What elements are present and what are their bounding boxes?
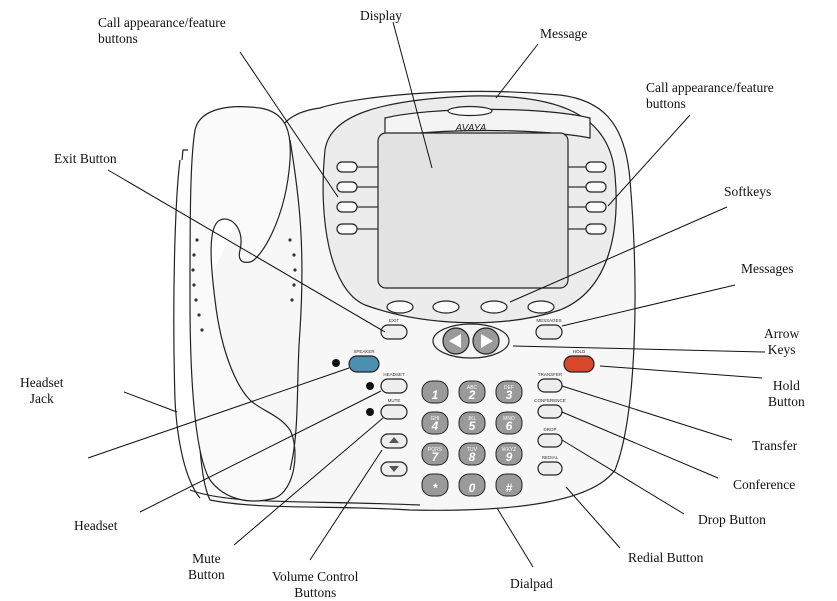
dialpad-key-digit: 4 [431,419,439,433]
dialpad-key-digit: 6 [506,419,513,433]
right-call-appearance-buttons [585,161,607,235]
dialpad-key[interactable]: 0 [458,473,486,497]
dialpad-key-digit: 1 [432,388,439,402]
drop-caption: DROP [543,427,556,432]
dialpad-key-digit: 5 [469,419,476,433]
dialpad-key[interactable]: 1 [421,380,449,404]
dialpad-key[interactable]: # [495,473,523,497]
label-volume-control: Volume Control Buttons [272,569,359,600]
dialpad-key-letters: DEF [504,385,514,391]
handset [189,106,296,502]
label-transfer: Transfer [752,438,798,453]
dialpad-key-letters: GHI [431,416,440,422]
label-softkeys: Softkeys [724,184,772,199]
redial-key [537,461,563,476]
message-lamp [447,105,493,117]
redial-caption: REDIAL [542,455,559,460]
label-hold-button: Hold Button [768,378,805,409]
transfer-caption: TRANSFER [538,372,563,377]
dialpad-key-digit: 0 [469,481,476,495]
label-dialpad: Dialpad [510,576,553,591]
mute-caption: MUTE [388,398,401,403]
left-call-appearance-buttons [336,161,358,235]
dialpad-key-letters: JKL [468,416,477,422]
dialpad-key-digit: 2 [468,388,476,402]
display-screen [377,132,569,289]
conference-caption: CONFERENCE [534,398,566,403]
dialpad-key-letters: ABC [467,385,478,391]
label-call-appearance-right: Call appearance/feature buttons [646,80,774,111]
label-arrow-keys: Arrow Keys [764,326,800,357]
label-redial-button: Redial Button [628,550,704,565]
dialpad-key-letters: MNO [503,416,515,422]
messages-caption: MESSAGES [536,318,561,323]
label-headset-jack: Headset Jack [20,375,64,406]
dialpad-key-letters: PQRS [428,447,443,453]
dialpad-key-digit: 3 [506,388,513,402]
label-mute-button: Mute Button [188,551,225,582]
label-drop-button: Drop Button [698,512,766,527]
dialpad-key-letters: TUV [467,447,478,453]
speaker-button [348,355,380,373]
headset-caption: HEADSET [383,372,405,377]
hold-key [563,355,595,373]
dialpad-key-digit: 7 [432,450,440,464]
messages-key [535,324,563,340]
hold-caption: HOLD [573,349,586,354]
speaker-caption: SPEAKER [353,349,375,354]
drop-key [537,433,563,448]
softkeys [386,300,555,314]
label-headset: Headset [74,518,118,533]
label-display: Display [360,8,402,23]
dialpad-key-digit: 9 [506,450,513,464]
leader-lines [87,21,766,568]
headset-button [380,378,408,394]
label-exit-button: Exit Button [54,151,117,166]
exit-key [380,324,408,340]
exit-caption: EXIT [389,318,399,323]
dialpad-key-letters: WXYZ [502,447,516,453]
label-messages: Messages [741,261,794,276]
mute-button [380,404,408,420]
dialpad-key[interactable]: * [421,473,449,497]
label-message: Message [540,26,588,41]
transfer-key [537,378,563,393]
dialpad-key-digit: # [506,481,513,495]
label-call-appearance-left: Call appearance/feature buttons [98,15,226,46]
brand-logo: AVAYA [455,123,487,134]
label-conference: Conference [733,477,796,492]
dialpad-key-digit: * [433,481,439,495]
dialpad-key-digit: 8 [469,450,476,464]
conference-key [537,404,563,419]
